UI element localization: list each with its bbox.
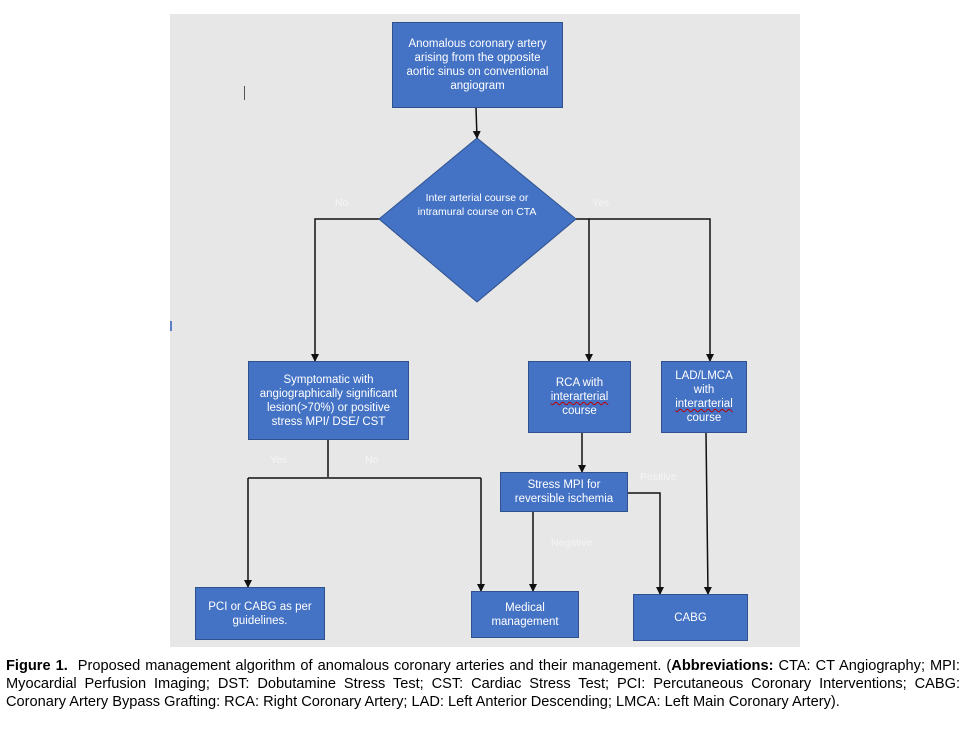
box-symptomatic-label: Symptomatic with angiographically signif…: [259, 373, 398, 428]
box-lad-line1: LAD/LMCA: [675, 370, 733, 382]
box-lad: LAD/LMCA with interarterial course: [661, 361, 747, 433]
decision-label: Inter arterial course or intramural cour…: [417, 192, 537, 218]
arrow-stress-positive: [628, 492, 664, 595]
box-symptomatic: Symptomatic with angiographically signif…: [248, 361, 409, 440]
label-stress-negative: Negative: [551, 537, 593, 549]
box-rca-line1: RCA with: [555, 377, 604, 389]
figure-panel: [170, 14, 800, 647]
caption-label: Figure 1.: [6, 658, 68, 674]
arrow-lad-to-cabg: [703, 432, 712, 595]
box-pci-cabg: PCI or CABG as per guidelines.: [195, 587, 325, 640]
caption-abbrev-text: CTA: CT Angiography; MPI: Myocardial Per…: [6, 658, 960, 710]
caption-text: Proposed management algorithm of anomalo…: [77, 658, 672, 674]
box-cabg: CABG: [633, 594, 748, 641]
box-lad-line3: interarterial: [675, 398, 733, 410]
box-medical-label: Medical management: [491, 601, 559, 628]
box-start-label: Anomalous coronary artery arising from t…: [406, 38, 549, 92]
label-decision-no: No: [335, 197, 349, 209]
arrow-decision-yes-lad: [589, 218, 714, 362]
arrow-start-to-decision: [472, 107, 481, 139]
box-lad-line4: course: [686, 412, 722, 424]
arrow-decision-yes-rca: [576, 218, 593, 362]
box-rca-line2: interarterial: [550, 391, 609, 403]
box-lad-line2: with: [693, 384, 715, 396]
text-cursor-mark: [244, 86, 245, 100]
figure-caption: Figure 1. Proposed management algorithm …: [6, 657, 960, 711]
box-start: Anomalous coronary artery arising from t…: [392, 22, 563, 108]
box-medical: Medical management: [471, 591, 579, 638]
label-symptomatic-yes: Yes: [270, 454, 288, 466]
box-cabg-label: CABG: [674, 611, 707, 624]
box-rca: RCA with interarterial course: [528, 361, 631, 433]
label-decision-yes: Yes: [592, 197, 610, 209]
line-symptomatic-split: [248, 440, 481, 479]
caption-abbrev-label: Abbreviations:: [671, 658, 774, 674]
box-stress-mpi-label: Stress MPI for reversible ischemia: [514, 479, 614, 505]
box-stress-mpi: Stress MPI for reversible ischemia: [500, 472, 628, 512]
arrow-decision-no: [311, 218, 379, 362]
box-rca-line3: course: [562, 405, 597, 417]
decision-diamond: [378, 137, 577, 303]
box-pci-cabg-label: PCI or CABG as per guidelines.: [208, 600, 312, 627]
label-symptomatic-no: No: [365, 454, 379, 466]
label-stress-positive: Positive: [640, 471, 677, 483]
edge-mark: [170, 321, 172, 331]
